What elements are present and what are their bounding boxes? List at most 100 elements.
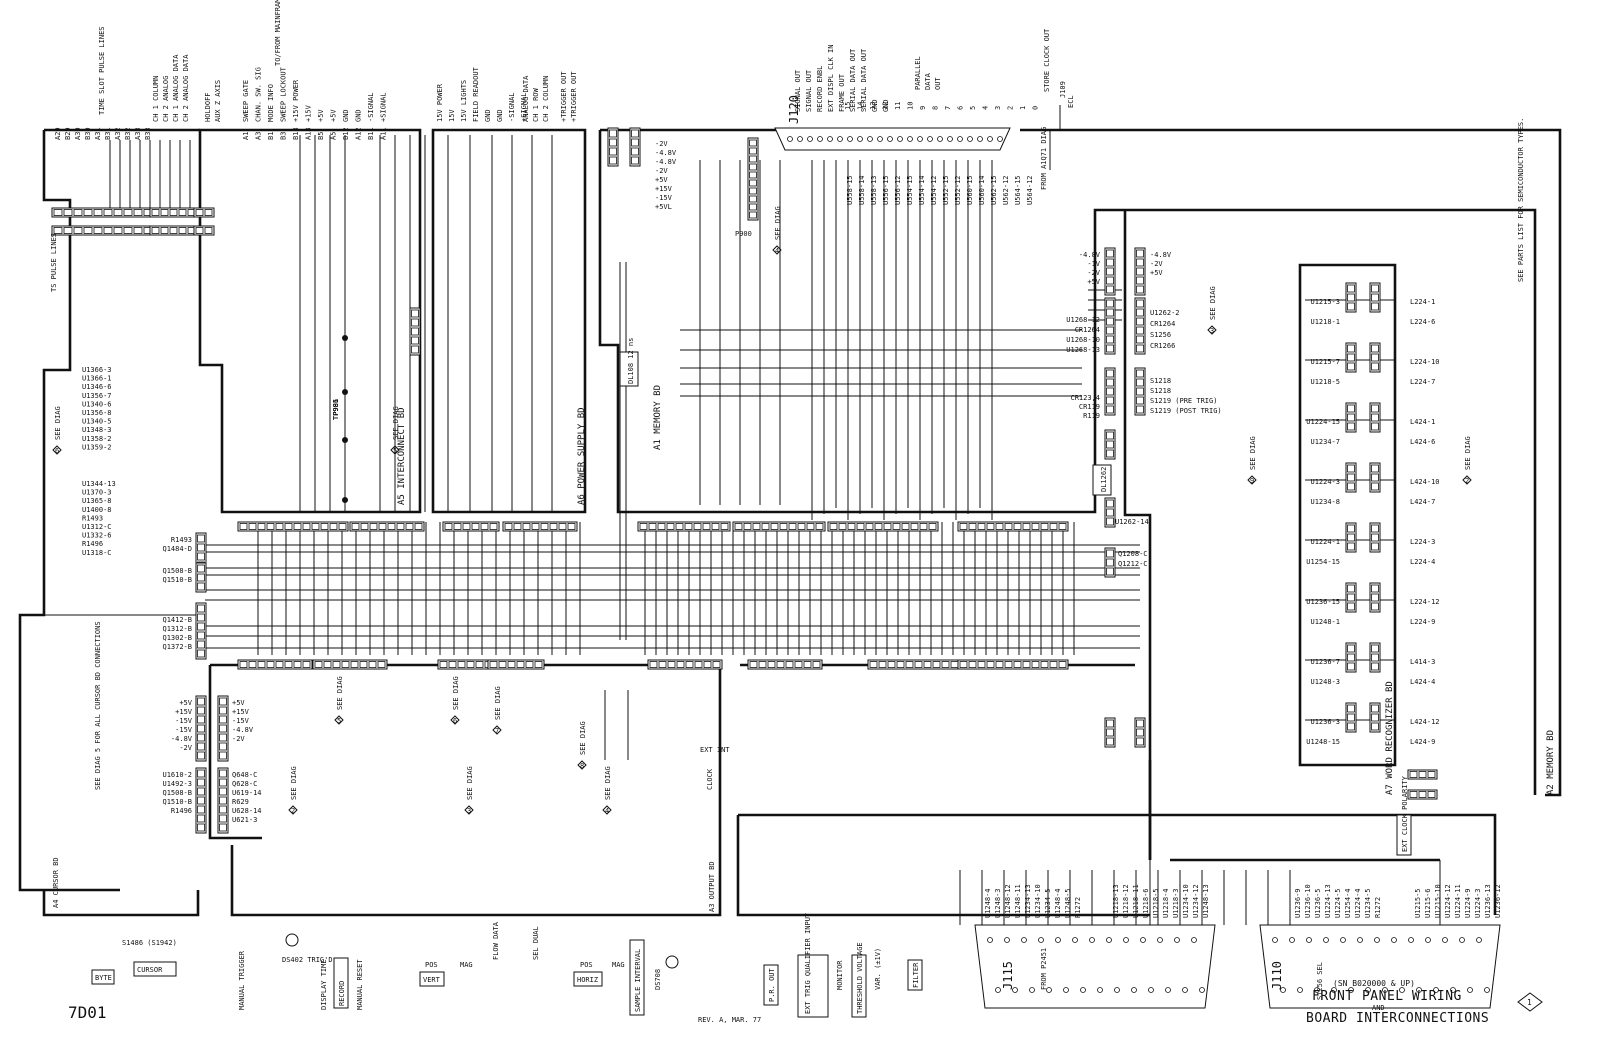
pin bbox=[928, 523, 937, 530]
pin bbox=[1049, 523, 1058, 530]
parallel-bit: 3 bbox=[994, 106, 1002, 110]
pin bbox=[1097, 987, 1103, 993]
diag-ref-number: 2 bbox=[291, 807, 295, 815]
pin bbox=[649, 661, 658, 668]
test-point-dot bbox=[342, 389, 348, 395]
j109-label: J109 bbox=[1059, 81, 1067, 98]
pin bbox=[785, 661, 794, 668]
p845-strip bbox=[487, 659, 545, 670]
parallel-ref: U560-15 bbox=[966, 175, 974, 205]
horiz-label: HORIZ bbox=[577, 976, 598, 984]
j120-signal: SIGNAL OUT bbox=[794, 69, 802, 112]
pin bbox=[1058, 523, 1067, 530]
pin bbox=[1013, 661, 1022, 668]
j120-signal: SERIAL DATA OUT bbox=[860, 48, 868, 112]
p1365-label: U1332-6 bbox=[82, 532, 112, 540]
pin bbox=[1484, 987, 1490, 993]
pin bbox=[1323, 937, 1329, 943]
holdoff-label: HOLDOFF bbox=[204, 92, 212, 122]
pin bbox=[1347, 524, 1355, 533]
pin bbox=[83, 209, 93, 216]
pin bbox=[1136, 276, 1144, 285]
pin bbox=[219, 769, 227, 778]
a6-signal: 15V LIGHTS bbox=[460, 80, 468, 122]
pin bbox=[1106, 719, 1114, 728]
left-pin: B31 bbox=[104, 127, 112, 140]
pin bbox=[1391, 937, 1397, 943]
pin bbox=[1409, 771, 1418, 778]
pin bbox=[275, 661, 284, 668]
pin bbox=[1347, 362, 1355, 371]
pin bbox=[1072, 937, 1078, 943]
from-p2451-label: FROM P2451 bbox=[1040, 948, 1048, 990]
pin bbox=[1433, 987, 1439, 993]
rail-label: +15V bbox=[655, 185, 673, 193]
p119-right-label: S1218 bbox=[1150, 387, 1171, 395]
pin bbox=[1038, 937, 1044, 943]
left-pin: A33 bbox=[134, 127, 142, 140]
time-slot-label: TIME SLOT PULSE LINES bbox=[98, 26, 106, 115]
pin bbox=[947, 136, 953, 142]
wr-right-label: L414-3 bbox=[1410, 658, 1435, 666]
test-point-label: TP981 bbox=[332, 399, 340, 420]
vert-label: VERT bbox=[423, 976, 441, 984]
pin bbox=[1425, 937, 1431, 943]
pin bbox=[219, 823, 227, 832]
rail-label: -4.8V bbox=[655, 158, 677, 166]
pin bbox=[797, 523, 806, 530]
j110-shell bbox=[1259, 924, 1501, 1009]
delay-lines: DL108 12 ns DL1262 P900 bbox=[619, 230, 1112, 496]
pin bbox=[1022, 661, 1031, 668]
pin bbox=[466, 661, 475, 668]
p1365-label: U1344-13 bbox=[82, 480, 116, 488]
wr-left-label: U1215-3 bbox=[1310, 298, 1340, 306]
see-diag-label: SEE DIAG bbox=[452, 676, 460, 710]
pin bbox=[1418, 791, 1427, 798]
pin bbox=[675, 523, 684, 530]
pin bbox=[195, 227, 204, 234]
pin bbox=[439, 661, 448, 668]
ch-column: CH 2 ANALOG DATA bbox=[182, 54, 190, 122]
pin bbox=[1031, 523, 1040, 530]
p1403b-strip bbox=[193, 225, 215, 236]
j120-signal: FRAME OUT bbox=[838, 73, 846, 112]
p860-strip bbox=[647, 659, 723, 670]
pin bbox=[1012, 987, 1018, 993]
pin bbox=[977, 136, 983, 142]
pin bbox=[749, 179, 757, 187]
diag-ref-marker bbox=[52, 445, 62, 455]
pin bbox=[266, 523, 275, 530]
pin bbox=[1371, 593, 1379, 602]
threshold-label: THRESHOLD VOLTAGE bbox=[856, 942, 864, 1014]
pin bbox=[631, 147, 639, 156]
pin bbox=[248, 523, 257, 530]
store-clock-label: STORE CLOCK OUT bbox=[1043, 28, 1051, 92]
pin bbox=[1004, 937, 1010, 943]
diag-ref-marker bbox=[288, 805, 298, 815]
wr-left-label: U1254-15 bbox=[1306, 558, 1340, 566]
wr-left-label: U1218-1 bbox=[1310, 318, 1340, 326]
wr-right-label: L424-12 bbox=[1410, 718, 1440, 726]
pin bbox=[1371, 404, 1379, 413]
pin bbox=[1347, 602, 1355, 611]
pin bbox=[749, 139, 757, 147]
mainframe-signal: GND bbox=[355, 109, 363, 122]
pin bbox=[1371, 482, 1379, 491]
pin bbox=[534, 661, 543, 668]
pin bbox=[197, 715, 205, 724]
pin bbox=[1013, 523, 1022, 530]
wr-left-label: U1215-7 bbox=[1310, 358, 1340, 366]
pin bbox=[1371, 422, 1379, 431]
pin bbox=[1157, 937, 1163, 943]
pin bbox=[1399, 987, 1405, 993]
parallel-ref: U558-13 bbox=[870, 175, 878, 205]
a6-signal: FIELD READOUT bbox=[472, 66, 480, 122]
pin bbox=[917, 136, 923, 142]
p1303-left-label: U1492-3 bbox=[162, 780, 192, 788]
pin bbox=[787, 136, 793, 142]
pin bbox=[1106, 326, 1114, 335]
p119-right-label: S1218 bbox=[1150, 377, 1171, 385]
pin bbox=[770, 523, 779, 530]
pin bbox=[197, 787, 205, 796]
